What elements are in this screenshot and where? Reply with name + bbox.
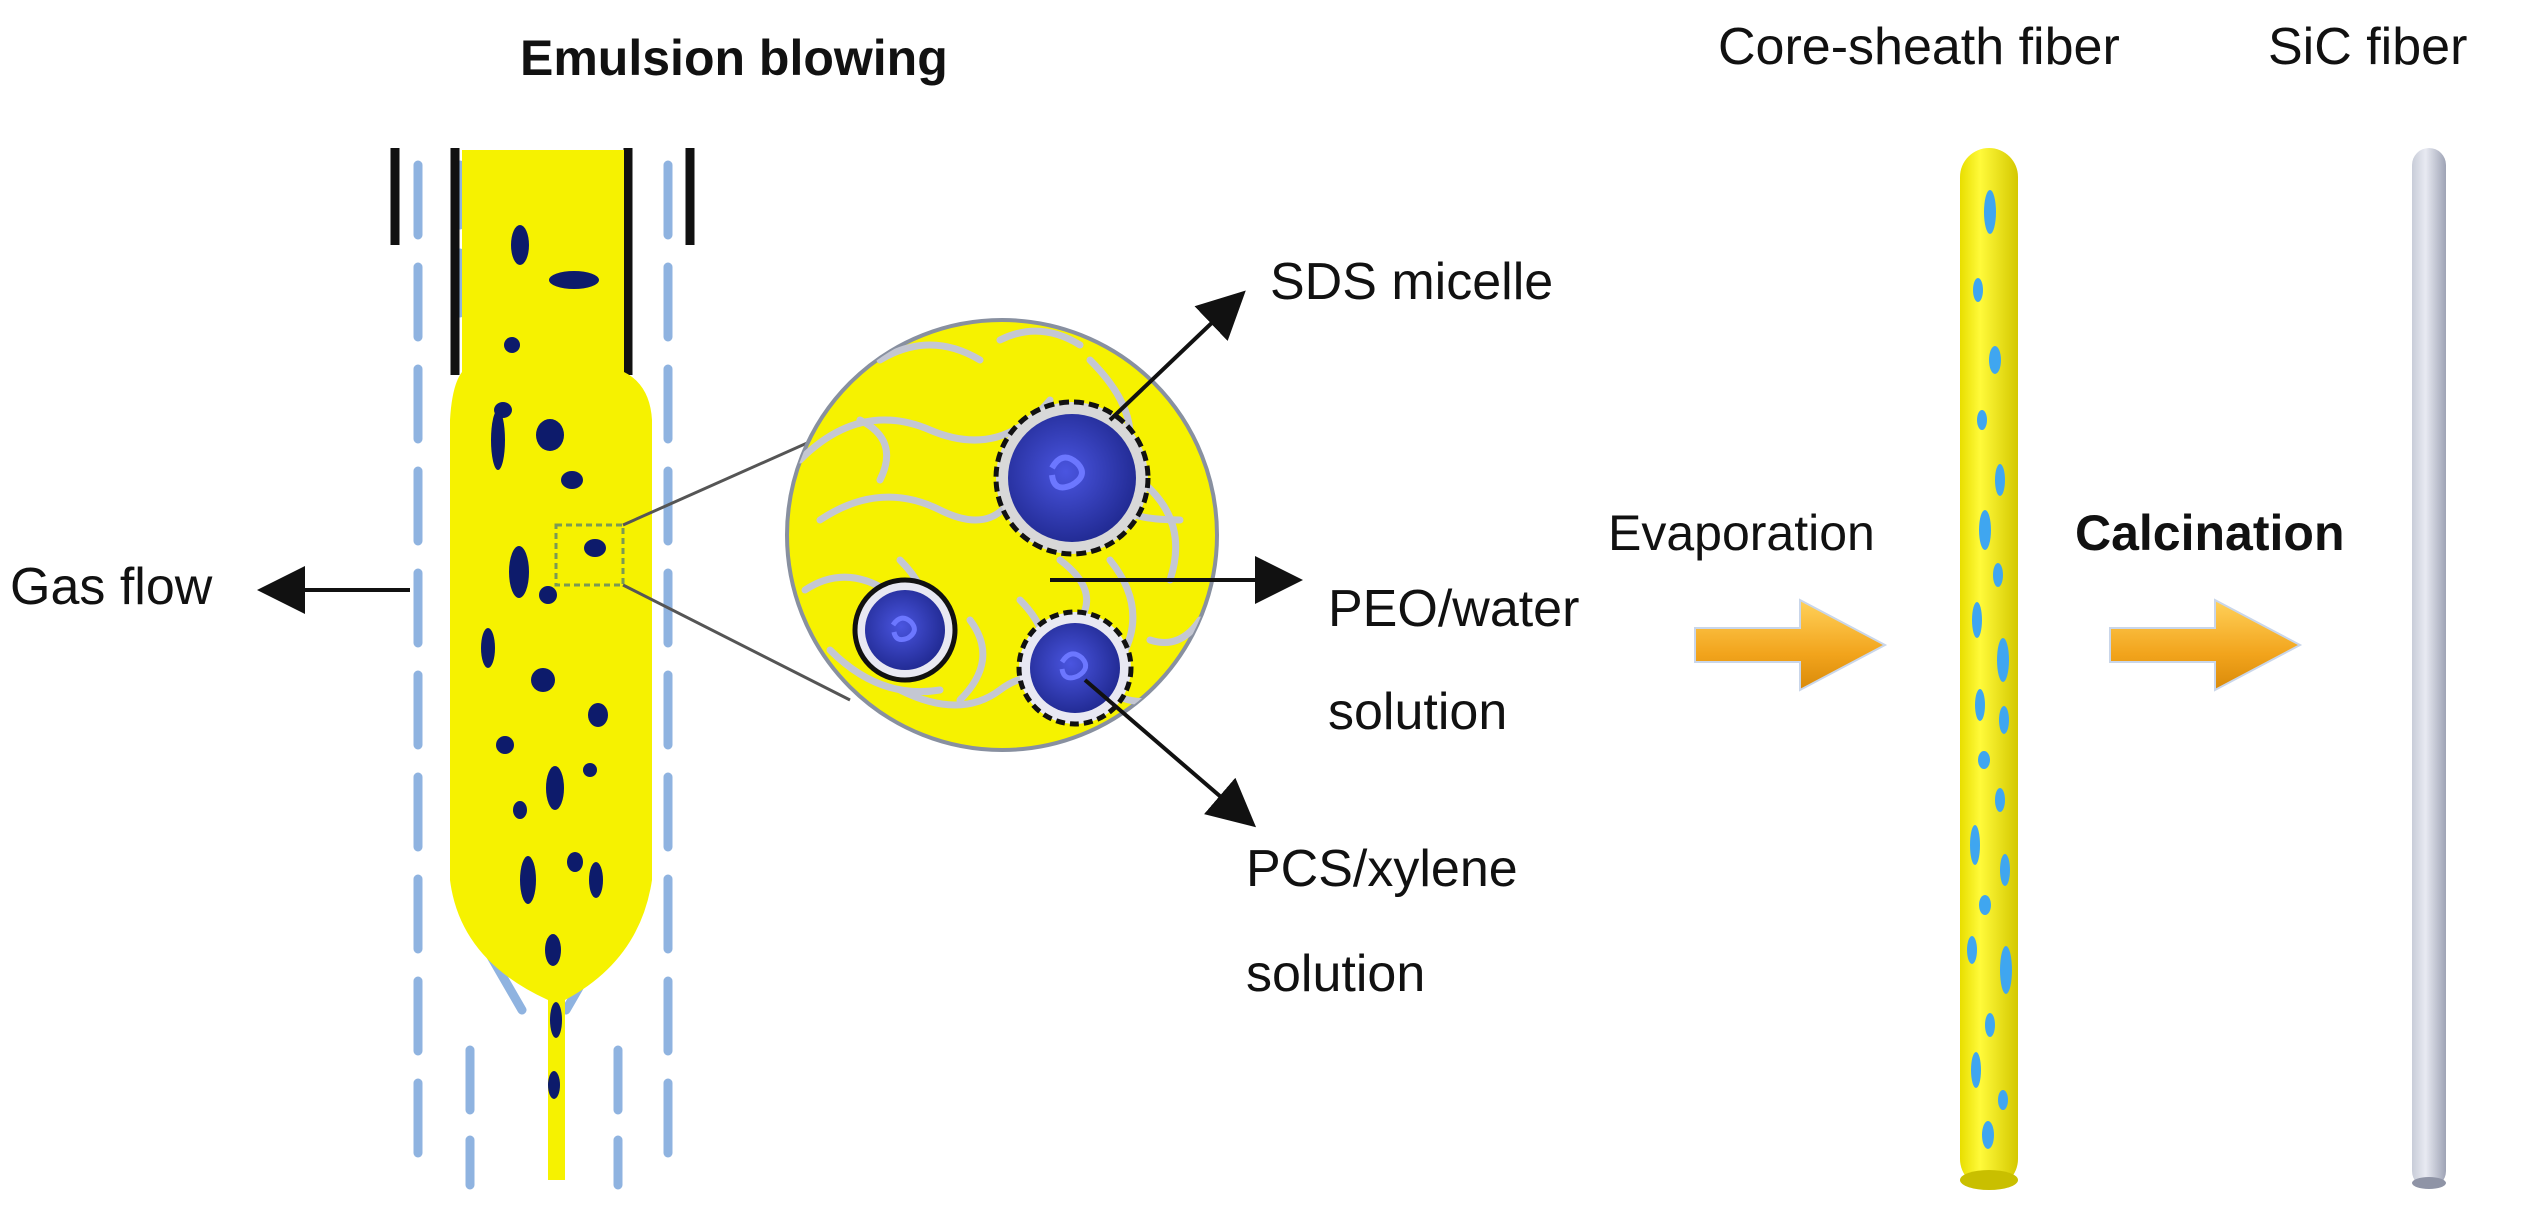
label-pointers — [257, 290, 1303, 828]
evaporation-arrow — [1694, 598, 1888, 692]
magnified-emulsion-view — [785, 318, 1219, 752]
calcination-label: Calcination — [2075, 505, 2345, 561]
emulsion-blowing-title: Emulsion blowing — [520, 30, 948, 86]
sic-fiber — [2412, 148, 2446, 1189]
micelle-large — [993, 399, 1151, 557]
evaporation-label: Evaporation — [1608, 505, 1875, 561]
pcs-xylene-label-line1: PCS/xylene — [1246, 840, 1518, 898]
blowing-nozzle — [390, 148, 695, 1190]
gas-flow-label: Gas flow — [10, 558, 213, 616]
core-sheath-fiber — [1960, 148, 2018, 1190]
sic-fiber-title: SiC fiber — [2268, 18, 2468, 76]
sds-micelle-label: SDS micelle — [1270, 253, 1554, 311]
micelle-small-left — [852, 577, 958, 683]
fiber-inclusions — [1967, 190, 2012, 1149]
calcination-arrow — [2109, 598, 2303, 692]
peo-water-label-line2: solution — [1328, 683, 1508, 741]
zoom-box — [554, 523, 625, 587]
core-sheath-fiber-title: Core-sheath fiber — [1718, 18, 2120, 76]
peo-water-label-line1: PEO/water — [1328, 580, 1580, 638]
capillary-walls — [390, 148, 695, 375]
pcs-xylene-label-line2: solution — [1246, 945, 1426, 1003]
emulsion-droplets — [481, 225, 608, 1099]
